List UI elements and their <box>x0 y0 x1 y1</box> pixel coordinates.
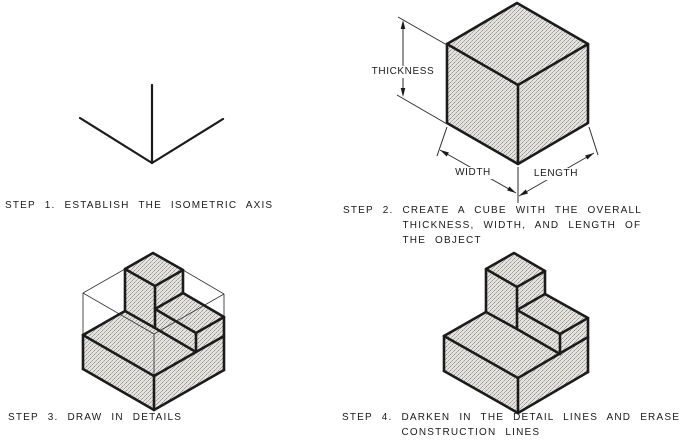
thickness-dimension-label: THICKNESS <box>368 66 438 78</box>
width-dimension-label: WIDTH <box>452 167 494 179</box>
step4-final-object-figure <box>442 251 590 415</box>
object-edges <box>442 251 590 415</box>
caption-line: THE OBJECT <box>402 235 482 246</box>
step-3-caption-text: DRAW IN DETAILS <box>67 410 182 425</box>
cube-edges <box>445 1 590 166</box>
step-3-label: STEP 3. <box>8 412 59 423</box>
step1-axis-figure <box>78 83 225 165</box>
caption-line: ESTABLISH THE ISOMETRIC AXIS <box>64 200 274 211</box>
axis-right-line <box>150 117 225 165</box>
object-shaded-faces <box>444 253 588 413</box>
object-shaded-faces <box>83 253 224 410</box>
detail-edges <box>81 251 226 412</box>
caption-line: DARKEN IN THE DETAIL LINES AND ERASE <box>401 412 681 423</box>
step-2-caption: STEP 2. CREATE A CUBE WITH THE OVERALL T… <box>343 203 642 248</box>
step-3-caption: STEP 3. DRAW IN DETAILS <box>8 410 182 425</box>
caption-line: DRAW IN DETAILS <box>67 412 183 423</box>
dimension-arrowheads <box>400 20 594 196</box>
step-1-caption: STEP 1. ESTABLISH THE ISOMETRIC AXIS <box>5 198 273 213</box>
caption-line: CONSTRUCTION LINES <box>401 427 541 438</box>
step-2-label: STEP 2. <box>343 205 394 216</box>
construction-lines <box>82 268 225 376</box>
caption-line: CREATE A CUBE WITH THE OVERALL <box>402 205 643 216</box>
axis-left-line <box>78 116 154 165</box>
step-4-caption: STEP 4. DARKEN IN THE DETAIL LINES AND E… <box>342 410 680 440</box>
step-4-label: STEP 4. <box>342 412 393 423</box>
step-1-caption-text: ESTABLISH THE ISOMETRIC AXIS <box>64 198 273 213</box>
caption-line: THICKNESS, WIDTH, AND LENGTH OF <box>402 220 642 231</box>
step2-cube-figure <box>396 1 599 203</box>
step-1-label: STEP 1. <box>5 200 56 211</box>
step-4-caption-text: DARKEN IN THE DETAIL LINES AND ERASE CON… <box>401 410 680 440</box>
length-dimension-label: LENGTH <box>530 168 582 180</box>
step3-details-figure <box>81 251 226 412</box>
step-2-caption-text: CREATE A CUBE WITH THE OVERALL THICKNESS… <box>402 203 642 248</box>
